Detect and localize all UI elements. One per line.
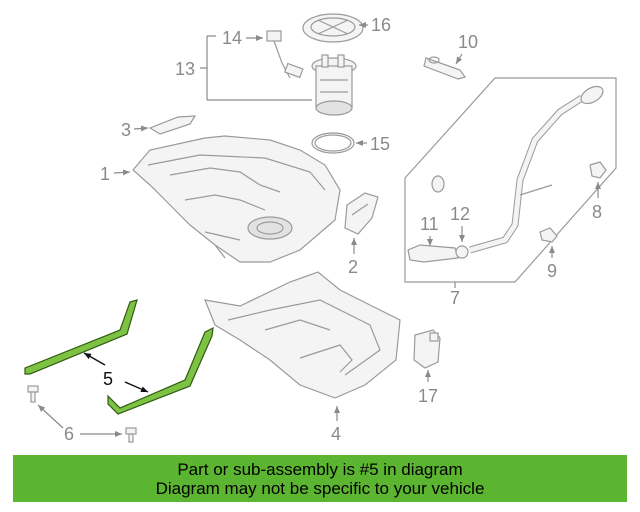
callout-9: 9 <box>547 261 557 281</box>
heat-shield-part[interactable] <box>148 115 197 135</box>
banner-line-1: Part or sub-assembly is #5 in diagram <box>177 460 463 479</box>
strap-bolt-right[interactable] <box>125 427 137 443</box>
callout-17: 17 <box>418 386 438 406</box>
callout-6: 6 <box>64 424 74 444</box>
callout-12: 12 <box>450 204 470 224</box>
callout-15: 15 <box>370 134 390 154</box>
callout-16: 16 <box>371 15 391 35</box>
gasket-part[interactable] <box>311 132 355 154</box>
level-sender-part[interactable] <box>266 30 304 79</box>
parts-diagram: 16 14 13 10 3 15 <box>24 13 617 444</box>
callout-11: 11 <box>420 214 439 234</box>
hose-clamp-part[interactable] <box>431 175 469 259</box>
callout-8: 8 <box>592 202 602 222</box>
callout-3: 3 <box>121 120 131 140</box>
callout-5: 5 <box>103 369 113 389</box>
protector-part[interactable] <box>344 192 379 235</box>
callout-14: 14 <box>222 28 242 48</box>
lock-ring-part[interactable] <box>302 13 364 43</box>
under-guard-part[interactable] <box>204 271 401 399</box>
fuel-pump-module-part[interactable] <box>311 54 357 116</box>
fuel-tank-strap-right[interactable] <box>107 326 214 415</box>
filler-hose-part[interactable] <box>407 244 459 263</box>
bracket-part[interactable] <box>423 56 466 80</box>
banner-line-2: Diagram may not be specific to your vehi… <box>155 479 485 498</box>
fuel-tank-part[interactable] <box>132 135 341 263</box>
callout-7: 7 <box>450 288 460 308</box>
strap-bolt-left[interactable] <box>27 385 39 403</box>
grommet-part[interactable] <box>539 227 558 243</box>
fuel-tank-strap-left[interactable] <box>24 299 138 375</box>
filler-pipe-part[interactable] <box>469 83 606 254</box>
callout-1: 1 <box>100 164 110 184</box>
callout-10: 10 <box>458 32 478 52</box>
callout-2: 2 <box>348 257 358 277</box>
sensor-part[interactable] <box>413 329 441 369</box>
clip-part[interactable] <box>589 161 607 179</box>
callout-4: 4 <box>331 424 341 444</box>
callout-13: 13 <box>175 59 195 79</box>
info-banner: Part or sub-assembly is #5 in diagram Di… <box>13 455 627 502</box>
